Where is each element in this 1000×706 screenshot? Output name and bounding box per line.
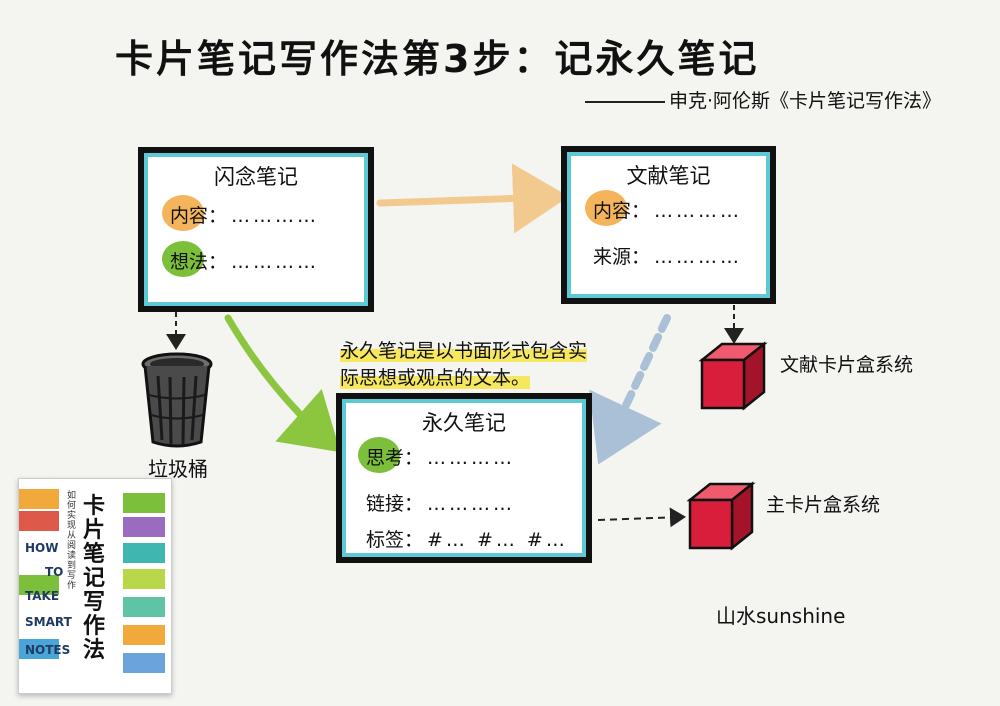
highlight-blob: [162, 195, 204, 231]
literature-box-icon: [698, 341, 768, 411]
page-title: 卡片笔记写作法第3步：记永久笔记: [115, 37, 760, 81]
signature: 山水sunshine: [716, 604, 846, 628]
attribution-text: 申克·阿伦斯《卡片笔记写作法》: [669, 90, 942, 112]
field-label: 标签：: [366, 529, 424, 551]
arrow-literature-to-permanent: [589, 314, 671, 465]
highlight-blob: [162, 241, 204, 277]
field-label: 来源：: [593, 246, 651, 268]
field-label: 想法：: [170, 251, 228, 273]
card-title: 闪念笔记: [214, 165, 298, 189]
book-subtitle: 如何实现从阅读到写作: [67, 491, 77, 591]
cover-swatch: [19, 639, 59, 659]
literature-note-card: 文献笔记 内容：………… 来源：…………: [561, 146, 776, 304]
cover-swatch: [123, 543, 165, 563]
note-field: 链接：…………: [366, 489, 515, 516]
note-field: 标签：#… #… #…: [366, 525, 568, 552]
cover-swatch: [123, 569, 165, 589]
arrow-fleeting-to-literature: [376, 163, 569, 234]
field-dots: …………: [231, 205, 320, 227]
cover-swatch: [19, 575, 59, 595]
main-box-label: 主卡片盒系统: [766, 494, 881, 516]
cover-swatch: [123, 597, 165, 617]
field-label: 内容：: [593, 200, 651, 222]
book-title-en: TO: [45, 565, 64, 579]
book-title-en: HOW: [25, 541, 59, 555]
field-dots: …………: [427, 493, 516, 515]
book-title-en: NOTES: [25, 643, 71, 657]
cover-swatch: [123, 517, 165, 537]
note-field: 想法：…………: [162, 241, 320, 277]
highlight-blob: [358, 437, 400, 473]
note-field: 内容：…………: [162, 195, 320, 231]
permanent-note-card: 永久笔记 思考：………… 链接：………… 标签：#… #… #…: [336, 393, 592, 563]
cover-swatch: [19, 489, 59, 509]
book-title-zh: 卡片笔记写作法: [83, 494, 106, 663]
definition-text: 永久笔记是以书面形式包含实际思想或观点的文本。: [340, 338, 600, 392]
book-title-en: TAKE: [25, 589, 60, 603]
trash-label: 垃圾桶: [148, 457, 208, 481]
book-title-en: SMART: [25, 615, 72, 629]
cover-swatch: [123, 625, 165, 645]
highlight-blob: [585, 190, 627, 226]
field-label: 内容：: [170, 205, 228, 227]
note-field: 来源：…………: [593, 242, 742, 269]
field-label: 思考：: [366, 447, 424, 469]
cover-swatch: [123, 653, 165, 673]
field-label: 链接：: [366, 493, 424, 515]
field-dots: …………: [654, 246, 743, 268]
definition-highlight: 永久笔记是以书面形式包含实际思想或观点的文本。: [340, 340, 588, 389]
card-title: 永久笔记: [422, 411, 506, 435]
attribution: 申克·阿伦斯《卡片笔记写作法》: [585, 86, 941, 113]
field-dots: #… #… #…: [427, 529, 568, 551]
card-title: 文献笔记: [626, 164, 711, 188]
fleeting-note-card: 闪念笔记 内容：………… 想法：…………: [138, 147, 374, 312]
trash-can-icon: [141, 352, 213, 448]
note-field: 思考：…………: [358, 437, 516, 473]
book-cover: 如何实现从阅读到写作 卡片笔记写作法 HOW TO TAKE SMART NOT…: [18, 478, 172, 694]
field-dots: …………: [427, 447, 516, 469]
field-dots: …………: [231, 251, 320, 273]
main-box-icon: [686, 481, 756, 551]
note-field: 内容：…………: [585, 190, 743, 226]
field-dots: …………: [654, 200, 743, 222]
arrow-fleeting-to-permanent: [224, 314, 341, 453]
cover-swatch: [19, 511, 59, 531]
arrow-permanent-to-main-box: [597, 507, 686, 528]
literature-box-label: 文献卡片盒系统: [780, 354, 914, 376]
cover-swatch: [123, 493, 165, 513]
